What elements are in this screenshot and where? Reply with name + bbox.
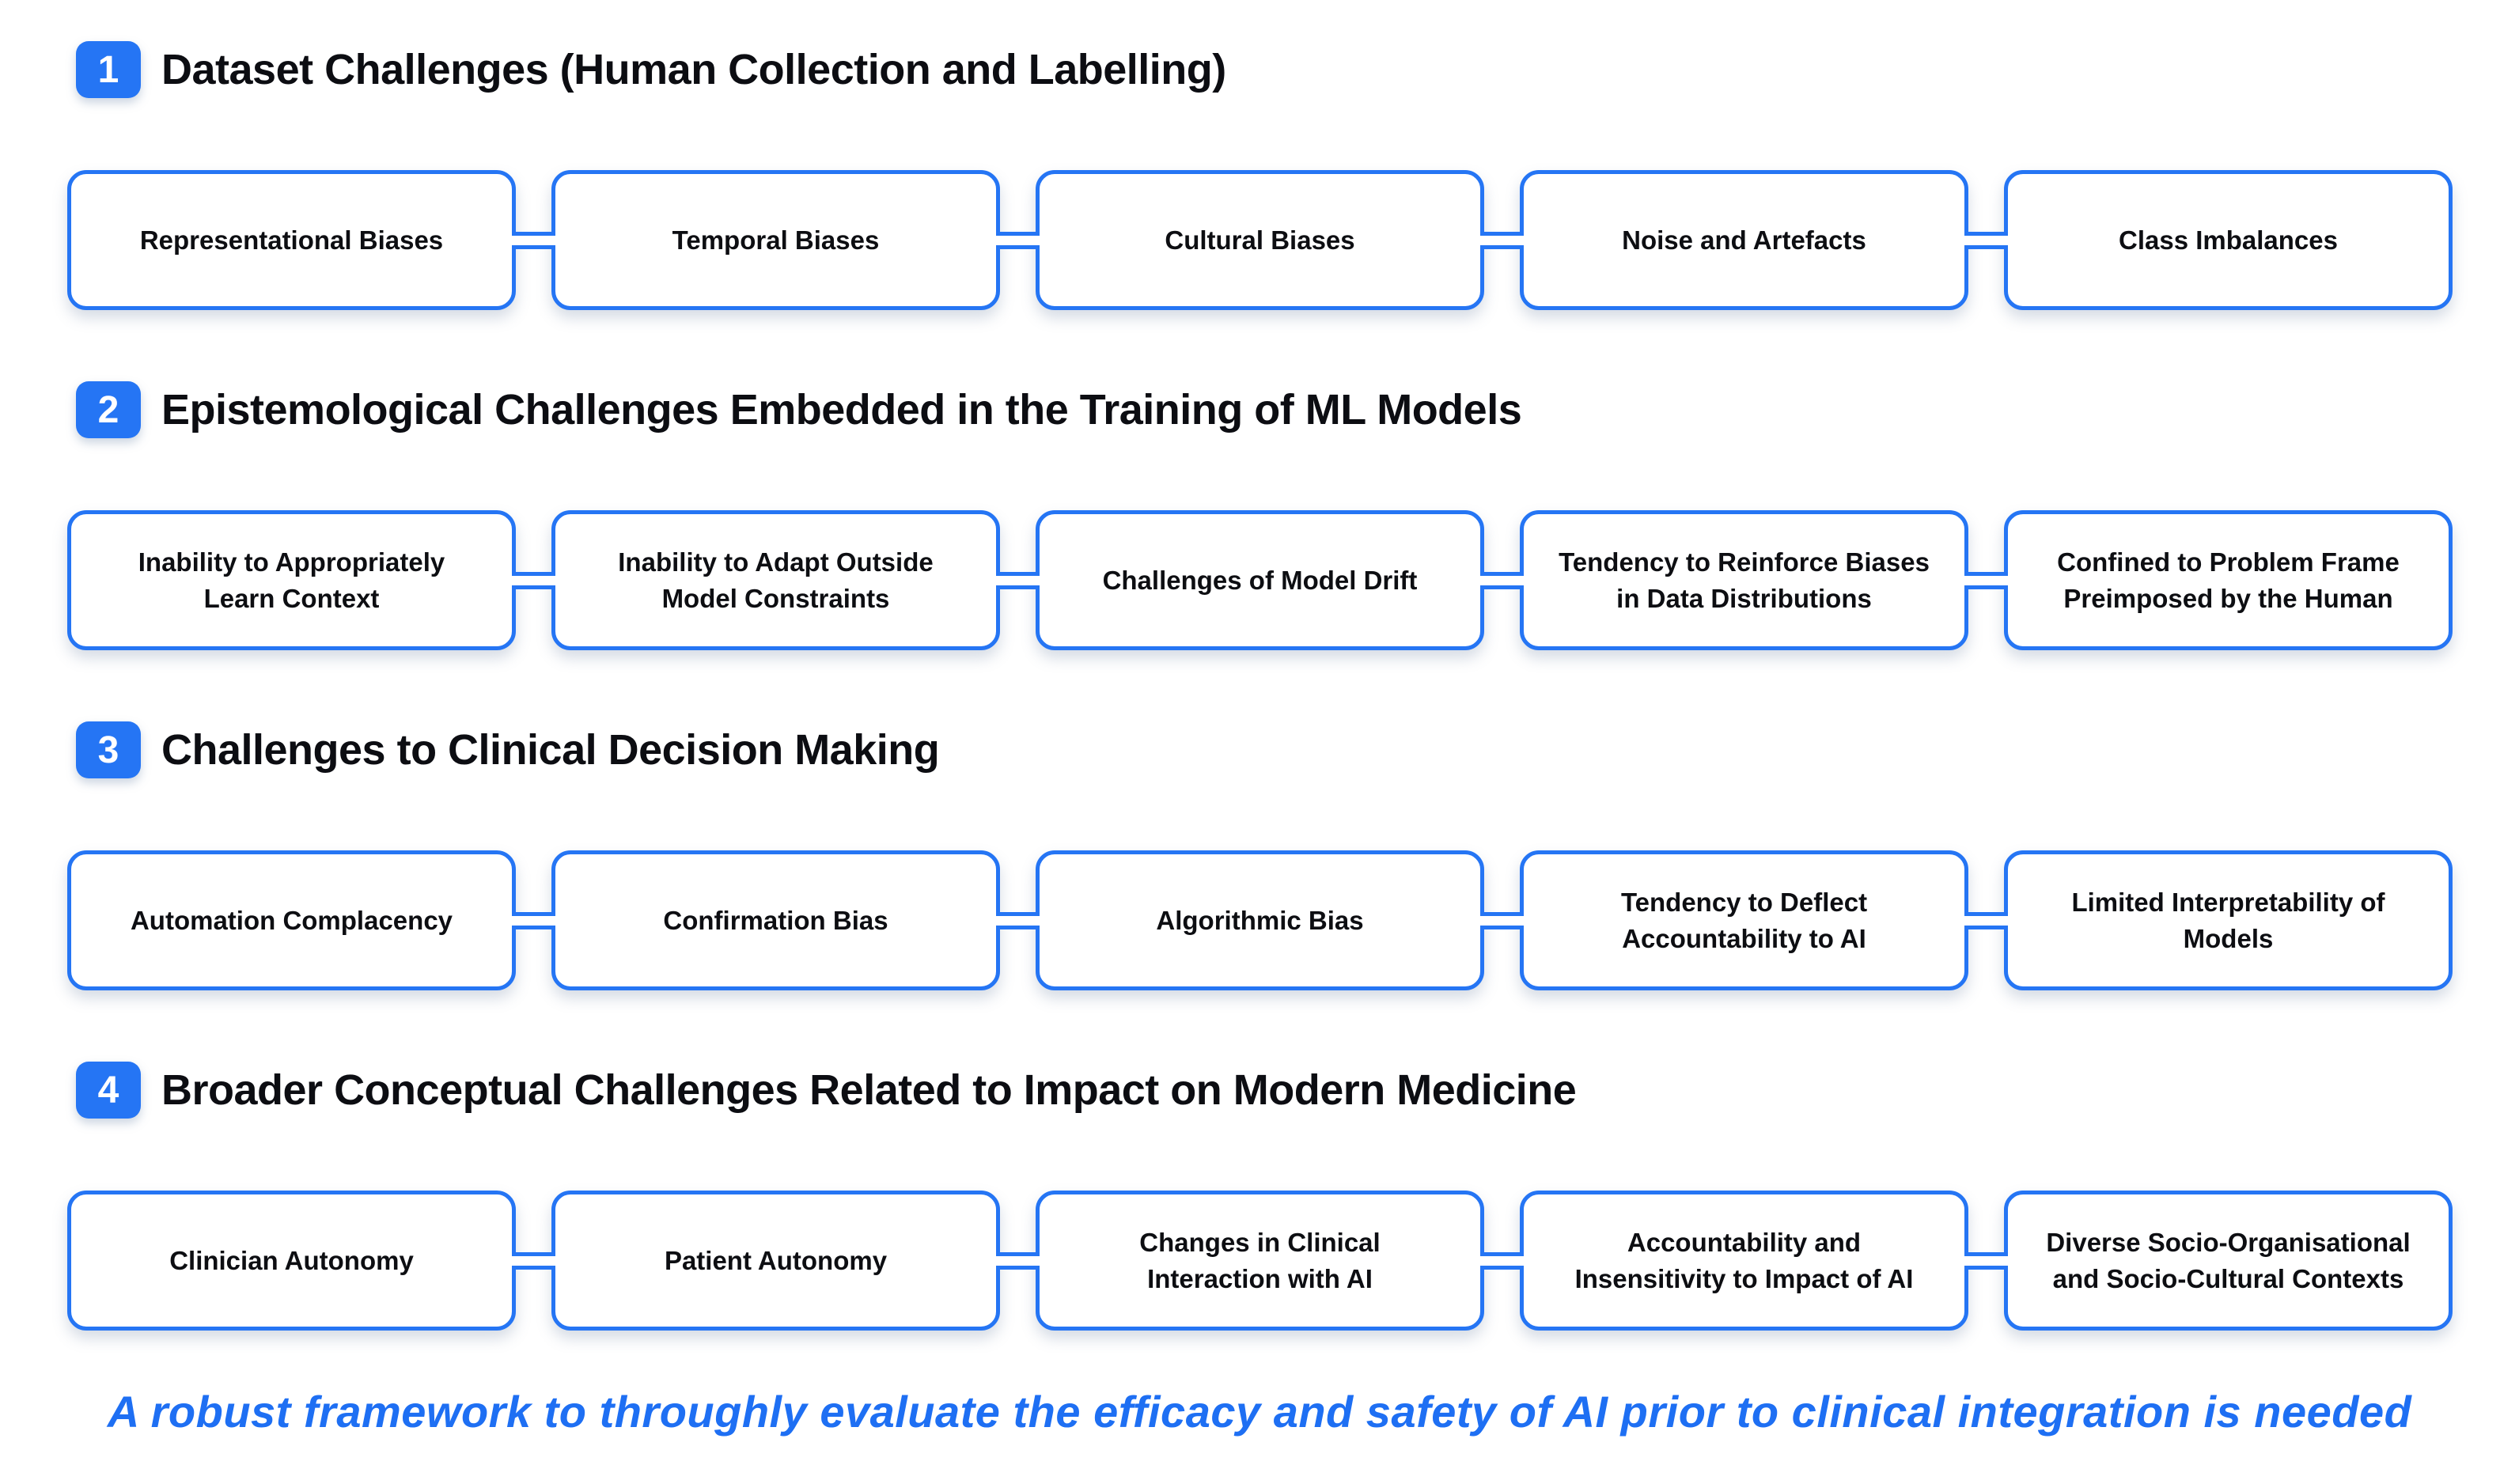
connector-link xyxy=(1480,911,1524,929)
section-2-number-badge: 2 xyxy=(76,381,141,438)
challenge-box: Challenges of Model Drift xyxy=(1036,510,1484,650)
challenge-box: Limited Interpretability of Models xyxy=(2004,850,2453,990)
footer-note: A robust framework to throughly evaluate… xyxy=(107,1387,2412,1437)
section-heading-4: 4 Broader Conceptual Challenges Related … xyxy=(76,1062,1577,1119)
challenge-box: Tendency to Deflect Accountability to AI xyxy=(1520,850,1968,990)
section-heading-3: 3 Challenges to Clinical Decision Making xyxy=(76,721,940,778)
section-2-title: Epistemological Challenges Embedded in t… xyxy=(161,386,1522,433)
connector-link xyxy=(1964,1251,2008,1270)
challenge-box: Clinician Autonomy xyxy=(67,1191,516,1331)
challenge-box: Confined to Problem Frame Preimposed by … xyxy=(2004,510,2453,650)
challenge-box: Cultural Biases xyxy=(1036,170,1484,310)
challenge-row-3: Automation Complacency Confirmation Bias… xyxy=(67,850,2453,990)
connector-link xyxy=(996,1251,1040,1270)
challenge-box: Class Imbalances xyxy=(2004,170,2453,310)
section-heading-2: 2 Epistemological Challenges Embedded in… xyxy=(76,381,1522,438)
connector-link xyxy=(1480,571,1524,589)
challenge-box: Diverse Socio-Organisational and Socio-C… xyxy=(2004,1191,2453,1331)
challenge-row-2: Inability to Appropriately Learn Context… xyxy=(67,510,2453,650)
challenge-box: Temporal Biases xyxy=(551,170,1000,310)
connector-link xyxy=(512,911,555,929)
section-4-title: Broader Conceptual Challenges Related to… xyxy=(161,1066,1577,1114)
section-1-title: Dataset Challenges (Human Collection and… xyxy=(161,46,1226,93)
challenge-box: Noise and Artefacts xyxy=(1520,170,1968,310)
connector-link xyxy=(1480,1251,1524,1270)
challenge-box: Patient Autonomy xyxy=(551,1191,1000,1331)
section-4-number-badge: 4 xyxy=(76,1062,141,1119)
connector-link xyxy=(512,1251,555,1270)
challenge-box: Inability to Adapt Outside Model Constra… xyxy=(551,510,1000,650)
connector-link xyxy=(512,571,555,589)
challenge-box: Automation Complacency xyxy=(67,850,516,990)
challenge-box: Representational Biases xyxy=(67,170,516,310)
section-3-title: Challenges to Clinical Decision Making xyxy=(161,726,940,774)
section-3-number-badge: 3 xyxy=(76,721,141,778)
challenge-row-4: Clinician Autonomy Patient Autonomy Chan… xyxy=(67,1191,2453,1331)
challenge-box: Changes in Clinical Interaction with AI xyxy=(1036,1191,1484,1331)
connector-link xyxy=(1480,231,1524,249)
section-heading-1: 1 Dataset Challenges (Human Collection a… xyxy=(76,41,1226,98)
challenge-box: Tendency to Reinforce Biases in Data Dis… xyxy=(1520,510,1968,650)
challenge-box: Confirmation Bias xyxy=(551,850,1000,990)
connector-link xyxy=(996,571,1040,589)
challenge-box: Inability to Appropriately Learn Context xyxy=(67,510,516,650)
connector-link xyxy=(996,231,1040,249)
challenge-box: Accountability and Insensitivity to Impa… xyxy=(1520,1191,1968,1331)
connector-link xyxy=(996,911,1040,929)
connector-link xyxy=(1964,571,2008,589)
challenge-box: Algorithmic Bias xyxy=(1036,850,1484,990)
connector-link xyxy=(1964,911,2008,929)
connector-link xyxy=(1964,231,2008,249)
section-1-number-badge: 1 xyxy=(76,41,141,98)
challenge-row-1: Representational Biases Temporal Biases … xyxy=(67,170,2453,310)
connector-link xyxy=(512,231,555,249)
